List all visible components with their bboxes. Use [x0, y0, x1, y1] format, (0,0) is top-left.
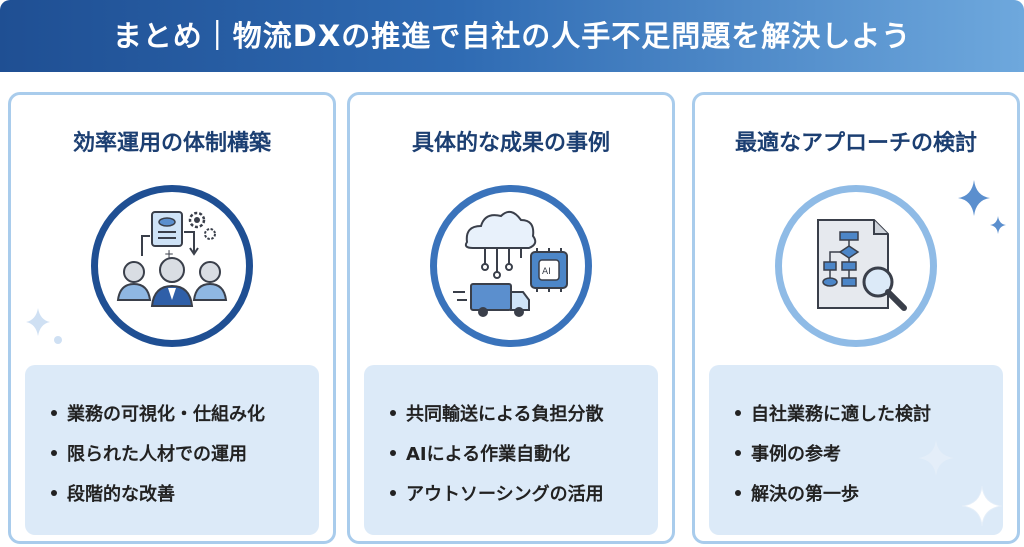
feature-list-box: 共同輸送による負担分散 AIによる作業自動化 アウトソーシングの活用	[364, 365, 658, 535]
card-title: 具体的な成果の事例	[411, 131, 610, 156]
header-banner: まとめ｜物流DXの推進で自社の人手不足問題を解決しよう	[0, 0, 1024, 72]
feature-list: 業務の可視化・仕組み化 限られた人材での運用 段階的な改善	[51, 395, 265, 515]
list-item: 段階的な改善	[51, 475, 265, 515]
team-workflow-icon: +	[91, 185, 253, 347]
page-title: まとめ｜物流DXの推進で自社の人手不足問題を解決しよう	[112, 19, 912, 53]
cloud-ai-truck-icon: AI	[430, 185, 592, 347]
list-item: 事例の参考	[735, 435, 931, 475]
list-item: 解決の第一歩	[735, 475, 931, 515]
list-item: AIによる作業自動化	[390, 435, 604, 475]
feature-list-box: 業務の可視化・仕組み化 限られた人材での運用 段階的な改善	[25, 365, 319, 535]
list-item: 業務の可視化・仕組み化	[51, 395, 265, 435]
list-item: アウトソーシングの活用	[390, 475, 604, 515]
card-title: 効率運用の体制構築	[72, 131, 271, 156]
list-item: 限られた人材での運用	[51, 435, 265, 475]
feature-list-box: 自社業務に適した検討 事例の参考 解決の第一歩	[709, 365, 1003, 535]
svg-text:AI: AI	[542, 267, 551, 277]
feature-list: 自社業務に適した検討 事例の参考 解決の第一歩	[735, 395, 931, 515]
list-item: 自社業務に適した検討	[735, 395, 931, 435]
card-case-examples: 具体的な成果の事例 AI	[347, 92, 675, 544]
sparkle-icon	[961, 485, 1003, 527]
flowchart-magnifier-icon	[775, 185, 937, 347]
feature-list: 共同輸送による負担分散 AIによる作業自動化 アウトソーシングの活用	[390, 395, 604, 515]
svg-text:+: +	[164, 247, 174, 261]
list-item: 共同輸送による負担分散	[390, 395, 604, 435]
sparkle-icon	[26, 308, 62, 344]
card-efficient-operation: 効率運用の体制構築 + 業務の可視	[8, 92, 336, 544]
card-title: 最適なアプローチの検討	[734, 131, 977, 156]
card-optimal-approach: 最適なアプローチの検討 自社業務に適した検討 事例の参考 解決の	[692, 92, 1020, 544]
sparkle-icon	[958, 180, 1006, 234]
sparkle-icon	[918, 440, 954, 476]
